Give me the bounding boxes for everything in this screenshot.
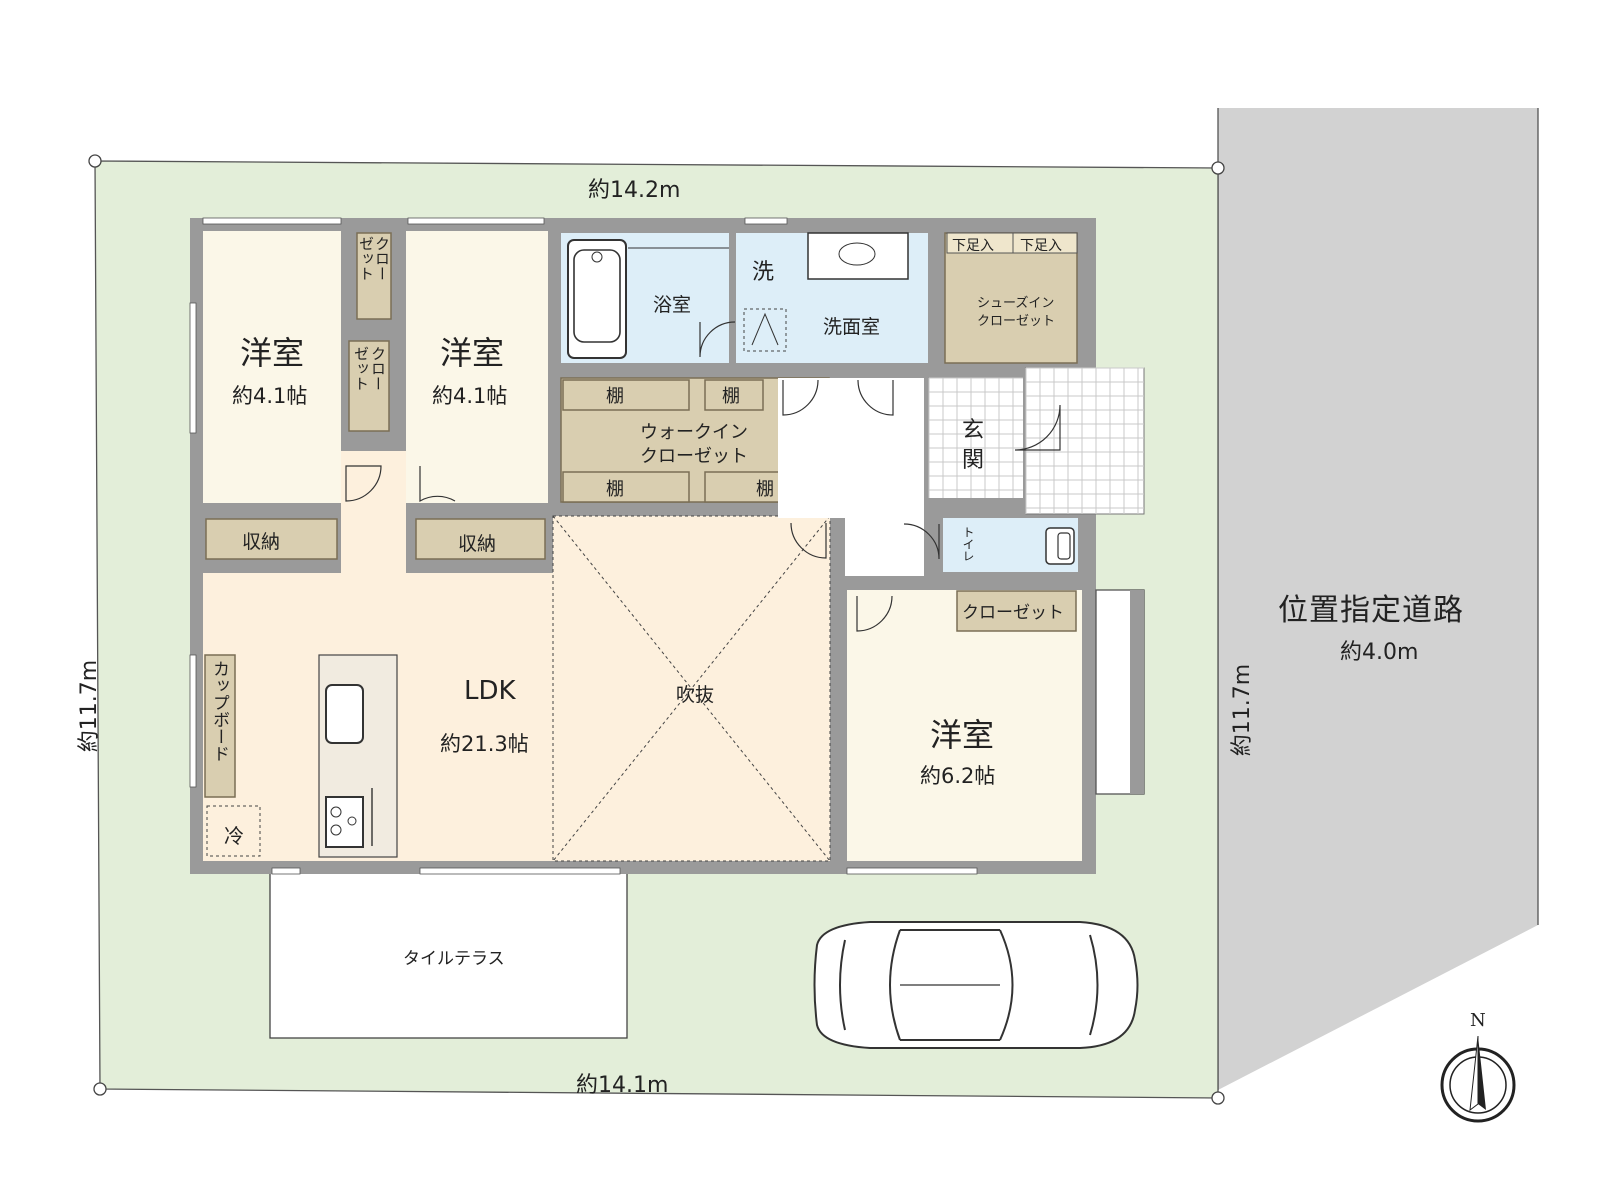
void-label: 吹抜 bbox=[676, 684, 715, 706]
closet-upper bbox=[356, 232, 392, 320]
washer-label: 洗 bbox=[752, 260, 775, 285]
entrance-label-2: 関 bbox=[962, 448, 985, 473]
road-width: 約4.0m bbox=[1340, 640, 1419, 665]
storage-center bbox=[415, 518, 546, 560]
compass-icon bbox=[1440, 1035, 1516, 1123]
site-bottom-width: 約14.1m bbox=[576, 1073, 669, 1098]
site-left-depth: 約11.7m bbox=[77, 659, 102, 753]
center-bedroom-name: 洋室 bbox=[440, 334, 505, 372]
hall-west bbox=[341, 451, 406, 573]
storage-west-label: 収納 bbox=[242, 531, 281, 553]
door bbox=[782, 379, 819, 416]
fridge-label: 冷 bbox=[224, 824, 244, 848]
fridge-space bbox=[206, 805, 261, 857]
shoe-box-right: 下足入 bbox=[1020, 238, 1062, 254]
room-center-bedroom bbox=[406, 231, 548, 503]
storage-center-label: 収納 bbox=[458, 533, 497, 555]
ldk-name: LDK bbox=[464, 676, 516, 706]
road-name: 位置指定道路 bbox=[1278, 593, 1464, 628]
west-bedroom-name: 洋室 bbox=[240, 334, 305, 372]
lot-corner-marker bbox=[1211, 1091, 1225, 1105]
hall bbox=[778, 378, 924, 518]
closet-south-label: クローゼット bbox=[962, 603, 1064, 623]
entrance-label-1: 玄 bbox=[962, 418, 985, 443]
south-bedroom-name: 洋室 bbox=[930, 716, 995, 754]
compass-north-label: N bbox=[1470, 1010, 1486, 1031]
storage-west bbox=[205, 518, 338, 560]
closet-lower bbox=[348, 340, 390, 432]
entrance bbox=[929, 378, 1023, 498]
cupboard bbox=[204, 654, 236, 798]
door bbox=[790, 522, 827, 559]
shelf-label: 棚 bbox=[606, 386, 624, 407]
south-bedroom-size: 約6.2帖 bbox=[920, 764, 996, 788]
tile-terrace bbox=[269, 869, 628, 1039]
lot-corner-marker bbox=[88, 154, 102, 168]
terrace-label: タイルテラス bbox=[403, 949, 505, 969]
door bbox=[857, 379, 894, 416]
walkin-label-1: ウォークイン bbox=[640, 422, 748, 443]
site-right-depth: 約11.7m bbox=[1230, 663, 1255, 757]
site-top-width: 約14.2m bbox=[588, 178, 681, 203]
shelf-label: 棚 bbox=[722, 386, 740, 407]
door bbox=[699, 321, 736, 358]
room-west-bedroom bbox=[203, 231, 341, 503]
door bbox=[903, 523, 940, 560]
shelf-label: 棚 bbox=[606, 479, 624, 500]
door bbox=[1014, 404, 1061, 451]
shoe-closet-label-2: クローゼット bbox=[977, 314, 1056, 329]
road-area bbox=[1218, 108, 1538, 1090]
closet-south bbox=[956, 590, 1077, 632]
shoe-closet-label-1: シューズイン bbox=[977, 296, 1055, 311]
shelf bbox=[562, 379, 690, 411]
shelf bbox=[704, 379, 764, 411]
shelf-label: 棚 bbox=[756, 479, 774, 500]
hall bbox=[845, 518, 924, 576]
car-illustration bbox=[813, 921, 1139, 1049]
walkin-label-2: クローゼット bbox=[640, 446, 748, 467]
cupboard-label: カップボード bbox=[209, 660, 229, 762]
door bbox=[345, 465, 382, 502]
toilet-label: トイレ bbox=[961, 526, 975, 562]
ldk-size: 約21.3帖 bbox=[440, 732, 529, 756]
closet-lower-label: クロー ゼット bbox=[352, 346, 387, 391]
bath-label: 浴室 bbox=[653, 294, 692, 316]
center-bedroom-size: 約4.1帖 bbox=[432, 384, 508, 408]
lot-corner-marker bbox=[1211, 161, 1225, 175]
closet-upper-label: クロー ゼット bbox=[357, 236, 391, 281]
washroom-label: 洗面室 bbox=[823, 316, 881, 338]
room-south-bedroom bbox=[847, 590, 1082, 861]
lot-corner-marker bbox=[93, 1082, 107, 1096]
west-bedroom-size: 約4.1帖 bbox=[232, 384, 308, 408]
shoe-in-closet bbox=[944, 232, 1078, 364]
shoe-box-left: 下足入 bbox=[952, 238, 994, 254]
shelf bbox=[562, 471, 690, 503]
door bbox=[856, 595, 893, 632]
door bbox=[419, 466, 456, 503]
